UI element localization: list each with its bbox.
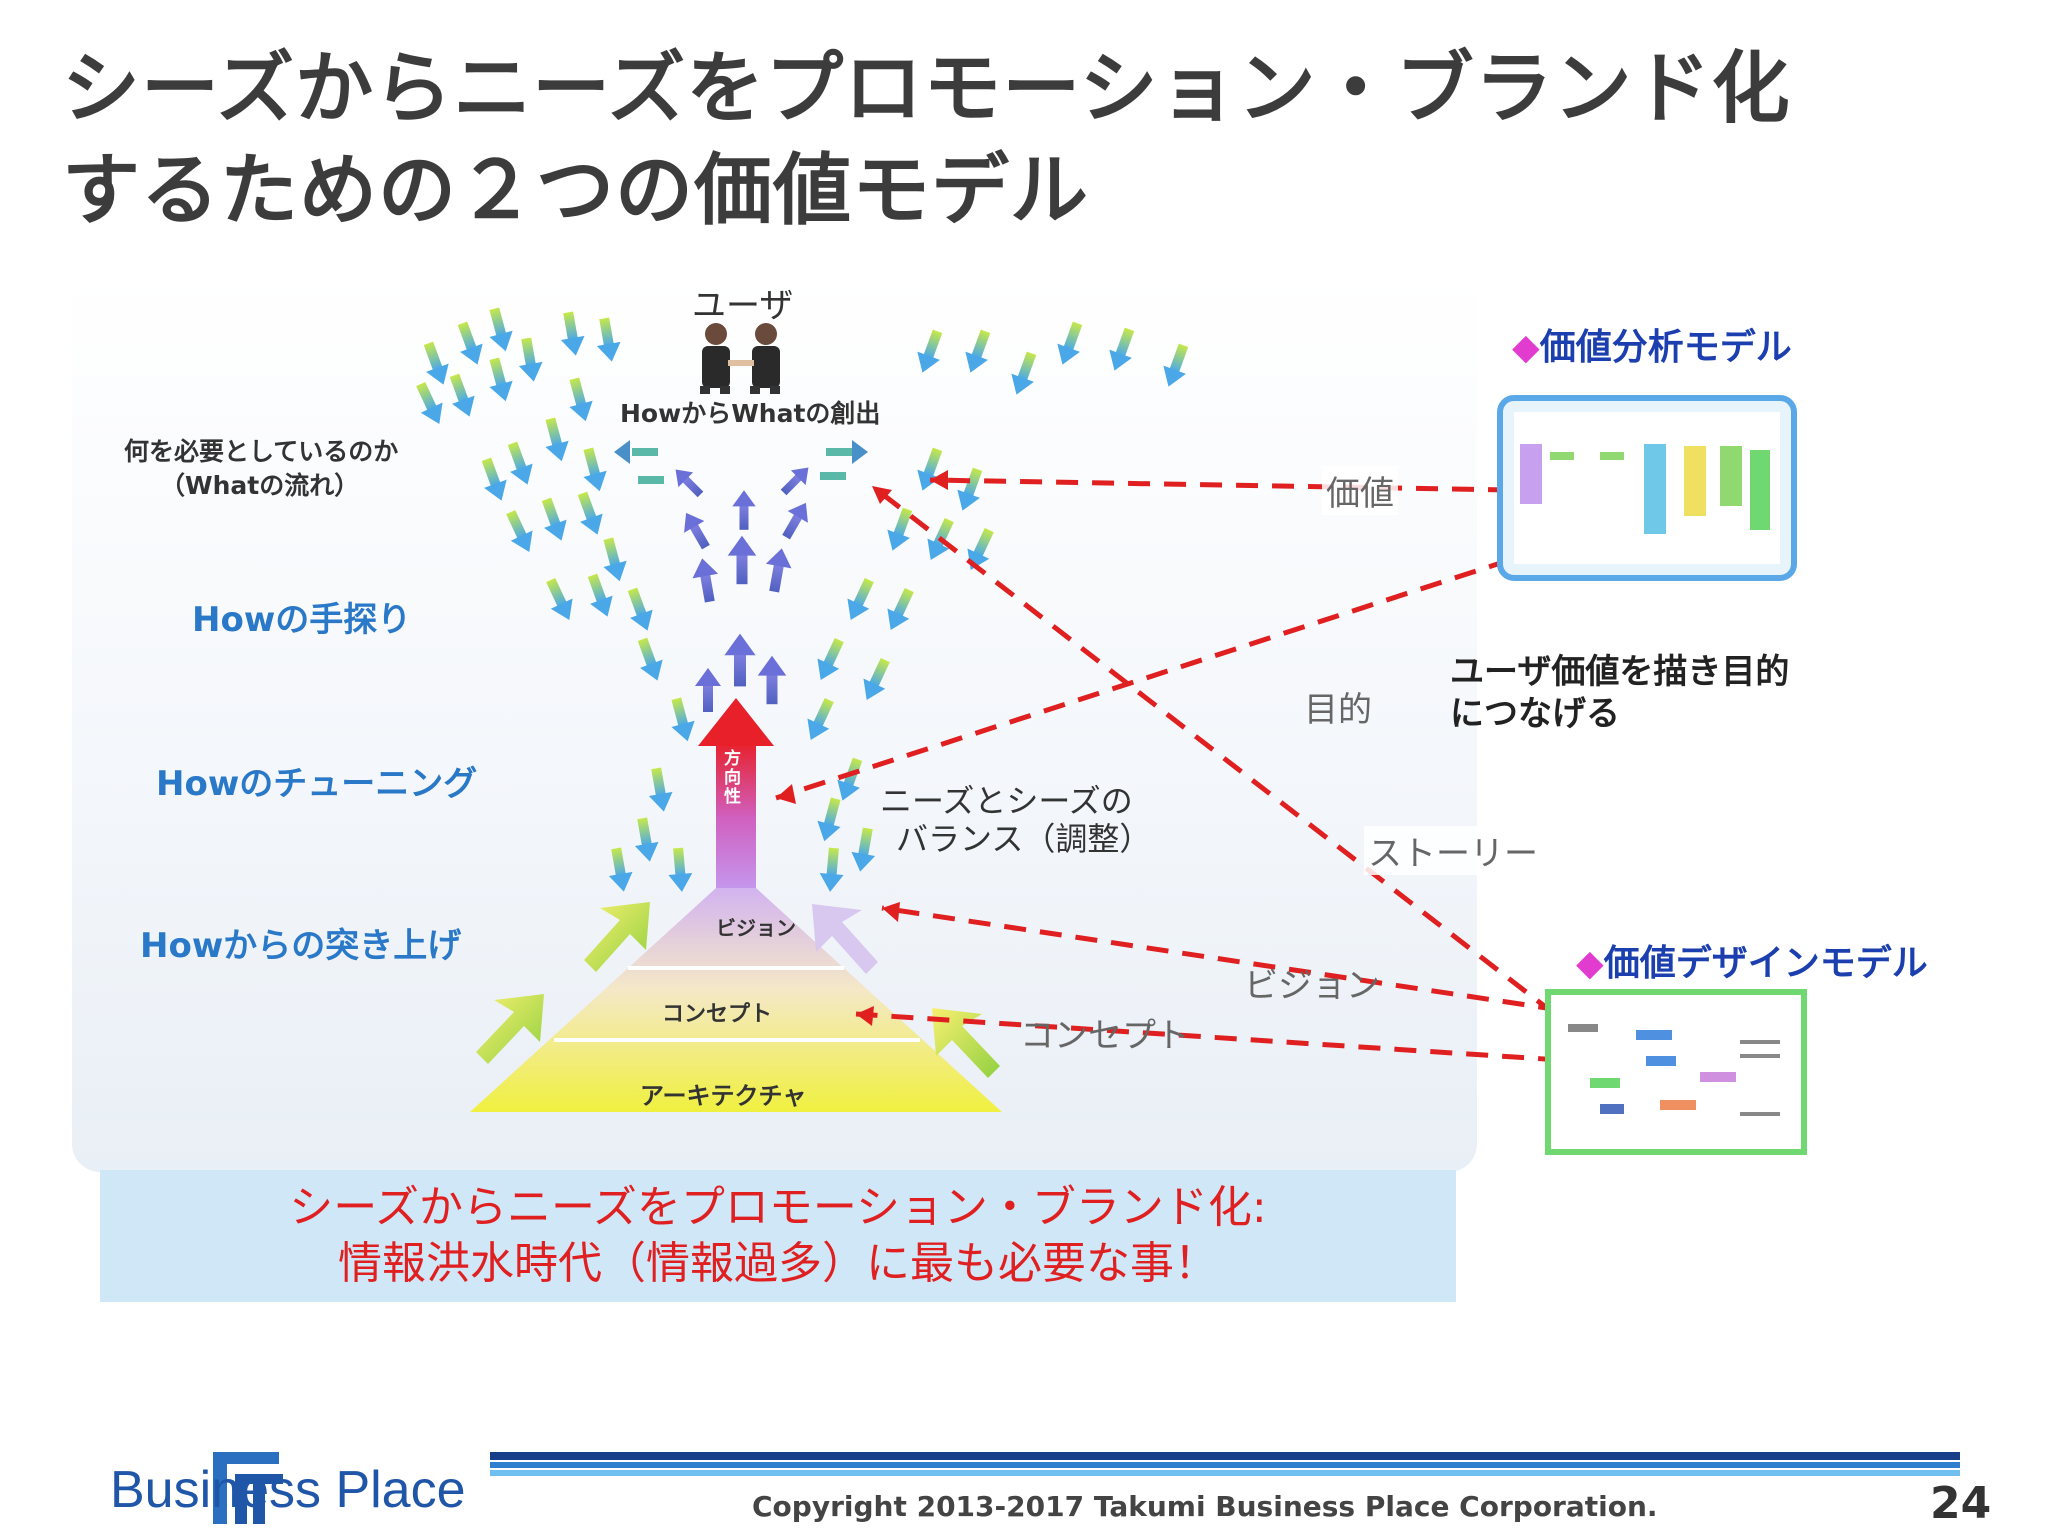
what-needed-line-1: 何を必要としているのか: [124, 437, 399, 466]
what-needed-line-2: （Whatの流れ）: [160, 471, 360, 500]
pyramid-concept-label: コンセプト: [662, 1002, 773, 1027]
diamond-icon: ◆: [1512, 327, 1540, 368]
page-number: 24: [1930, 1478, 1992, 1529]
link-purpose-label: 目的: [1304, 690, 1372, 730]
balance-line-1: ニーズとシーズの: [880, 782, 1133, 820]
value-analysis-desc-line-1: ユーザ価値を描き目的: [1450, 652, 1790, 692]
banner-line-2: 情報洪水時代（情報過多）に最も必要な事！: [338, 1238, 1218, 1289]
company-logo-text: Business Place: [110, 1461, 466, 1519]
push-up-arrows: [476, 902, 1000, 1078]
direction-arrow: [698, 698, 774, 894]
how-push-label: Howからの突き上げ: [140, 926, 462, 966]
link-vision-label: ビジョン: [1244, 966, 1380, 1006]
title-line-2: するための２つの価値モデル: [62, 146, 1090, 236]
balance-line-2: バランス（調整）: [896, 820, 1152, 858]
pyramid-architecture-label: アーキテクチャ: [640, 1082, 807, 1110]
value-analysis-model-thumbnail: [1497, 395, 1797, 581]
value-analysis-desc-line-2: につなげる: [1450, 694, 1620, 734]
how-to-what-label: HowからWhatの創出: [620, 399, 881, 428]
value-design-model-thumbnail: [1545, 989, 1807, 1155]
page-title: シーズからニーズをプロモーション・ブランド化 するための２つの価値モデル: [62, 38, 1791, 242]
pyramid-vision-label: ビジョン: [716, 916, 796, 940]
message-banner: シーズからニーズをプロモーション・ブランド化: 情報洪水時代（情報過多）に最も必…: [100, 1170, 1456, 1302]
how-tuning-label: Howのチューニング: [156, 764, 478, 804]
diamond-icon: ◆: [1576, 943, 1604, 984]
value-analysis-model-title: ◆価値分析モデル: [1512, 327, 1792, 368]
creation-side-arrows: [614, 440, 868, 484]
direction-label: 方向性: [724, 749, 741, 807]
link-story-label: ストーリー: [1364, 826, 1542, 875]
link-concept-label: コンセプト: [1020, 1016, 1190, 1056]
model-links: [775, 477, 1642, 1082]
banner-line-1: シーズからニーズをプロモーション・ブランド化:: [289, 1182, 1267, 1233]
converging-up-arrows: [668, 460, 817, 712]
users-icon: [700, 323, 780, 394]
how-search-label: Howの手探り: [192, 600, 412, 640]
vision-pyramid: [470, 888, 1002, 1112]
company-logo-icon: [213, 1452, 283, 1524]
footer-stripe-2: [490, 1462, 1960, 1468]
user-label: ユーザ: [692, 286, 794, 326]
copyright-text: Copyright 2013-2017 Takumi Business Plac…: [752, 1490, 1658, 1523]
value-design-model-title: ◆価値デザインモデル: [1576, 943, 1928, 984]
footer-stripe-1: [490, 1452, 1960, 1460]
footer-stripe-3: [490, 1470, 1960, 1476]
link-value-label: 価値: [1322, 466, 1398, 515]
model-link-heads: [776, 470, 948, 1026]
title-line-1: シーズからニーズをプロモーション・ブランド化: [62, 44, 1791, 134]
